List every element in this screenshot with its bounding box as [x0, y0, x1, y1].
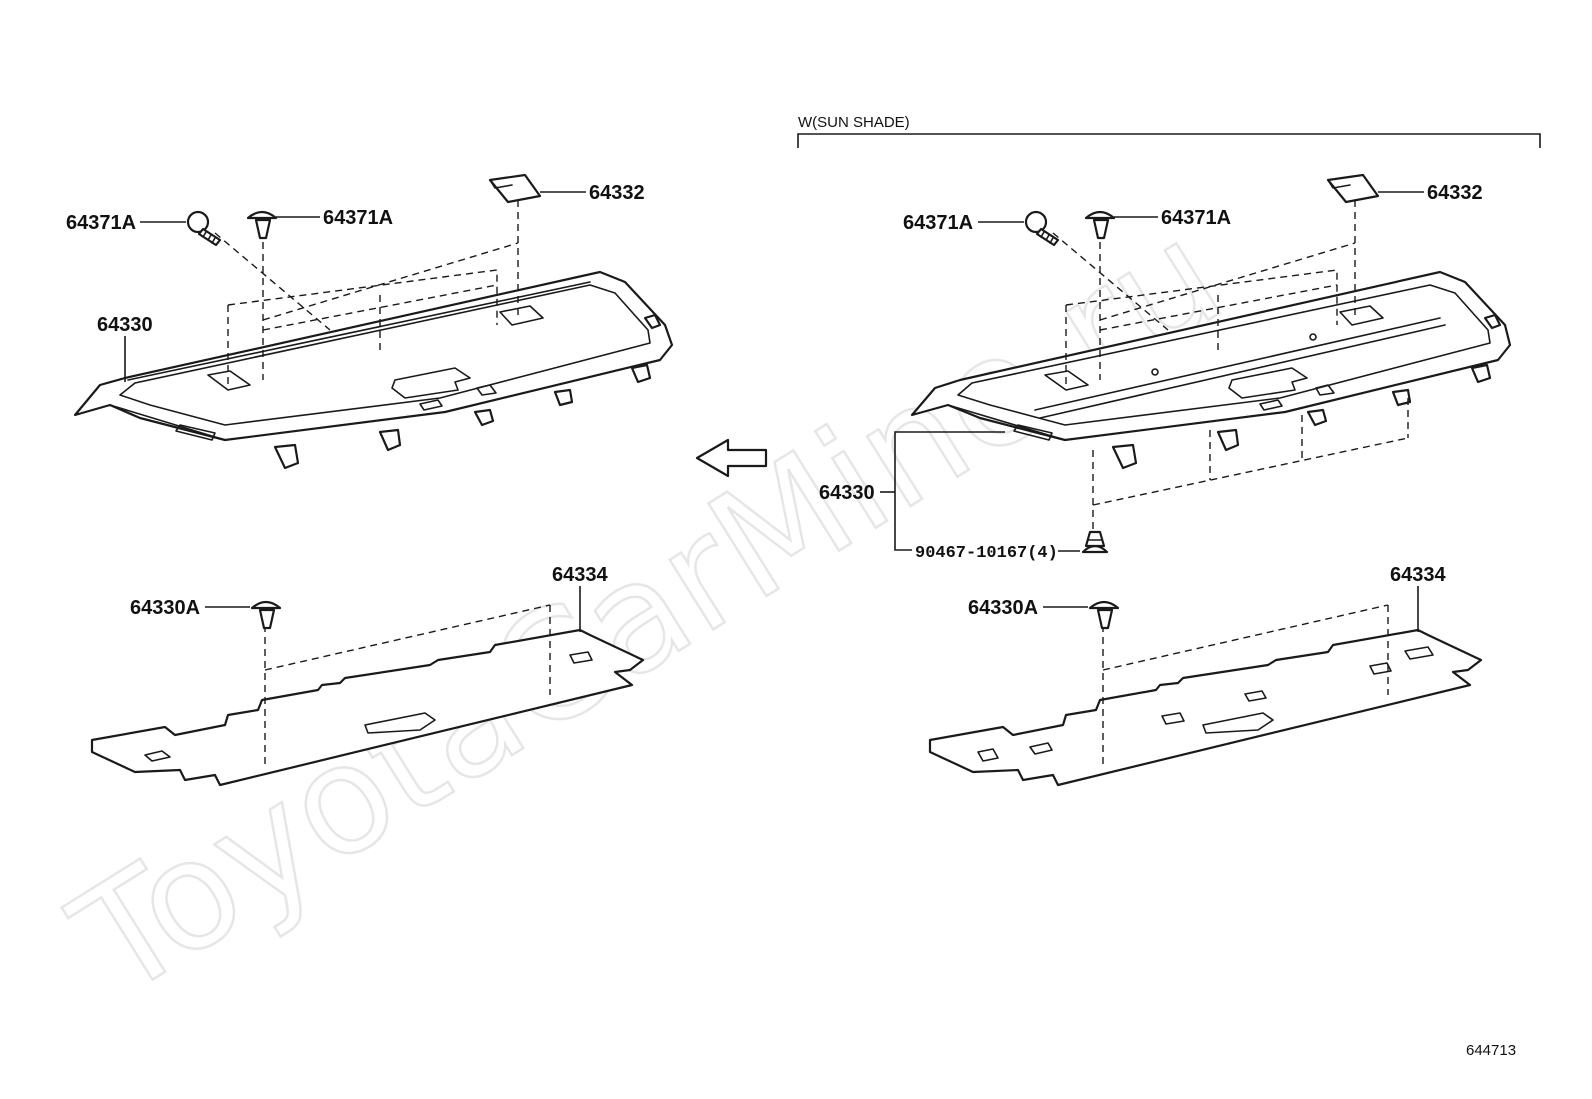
- left-lower-panel-label: 64334: [552, 564, 608, 586]
- right-lower-clip-icon: [1088, 600, 1120, 630]
- right-fastener-label: 90467-10167(4): [915, 544, 1058, 563]
- right-push-fastener-icon: [1081, 530, 1109, 554]
- left-panel-64330: [73, 270, 674, 470]
- right-lower-panel-64334: [928, 628, 1483, 787]
- right-cap-icon: [1326, 173, 1380, 204]
- left-cap-icon: [488, 173, 542, 204]
- arrow-left-icon: [695, 438, 768, 478]
- right-lower-clip-label: 64330A: [968, 597, 1038, 619]
- right-clip-icon: [1084, 210, 1116, 240]
- diagram-id: 644713: [1466, 1042, 1516, 1059]
- right-panel-label: 64330: [819, 482, 875, 504]
- left-clip-label: 64371A: [323, 207, 393, 229]
- right-panel-64330: [910, 270, 1512, 470]
- left-panel-guides: [214, 200, 519, 385]
- variant-label: W(SUN SHADE): [798, 114, 910, 131]
- left-cap-label: 64332: [589, 182, 645, 204]
- left-clip-icon: [246, 210, 278, 240]
- variant-bracket: [797, 133, 1541, 148]
- right-assembly: W(SUN SHADE): [797, 114, 1541, 787]
- left-lower-clip-label: 64330A: [130, 597, 200, 619]
- right-cap-label: 64332: [1427, 182, 1483, 204]
- right-panel-leader: [894, 431, 1005, 551]
- right-lower-panel-label: 64334: [1390, 564, 1446, 586]
- left-lower-guides: [264, 604, 551, 765]
- left-screw-label: 64371A: [66, 212, 136, 234]
- left-screw-icon: [186, 210, 222, 247]
- right-screw-icon: [1024, 210, 1060, 247]
- left-assembly: 64371A 64371A 64332 64330 64330A 64334: [66, 173, 674, 787]
- right-clip-label: 64371A: [1161, 207, 1231, 229]
- left-lower-panel-64334: [90, 628, 645, 787]
- right-lower-guides: [1102, 604, 1389, 765]
- left-panel-label: 64330: [97, 314, 153, 336]
- left-lower-clip-icon: [250, 600, 282, 630]
- right-panel-guides: [1052, 200, 1409, 530]
- right-screw-label: 64371A: [903, 212, 973, 234]
